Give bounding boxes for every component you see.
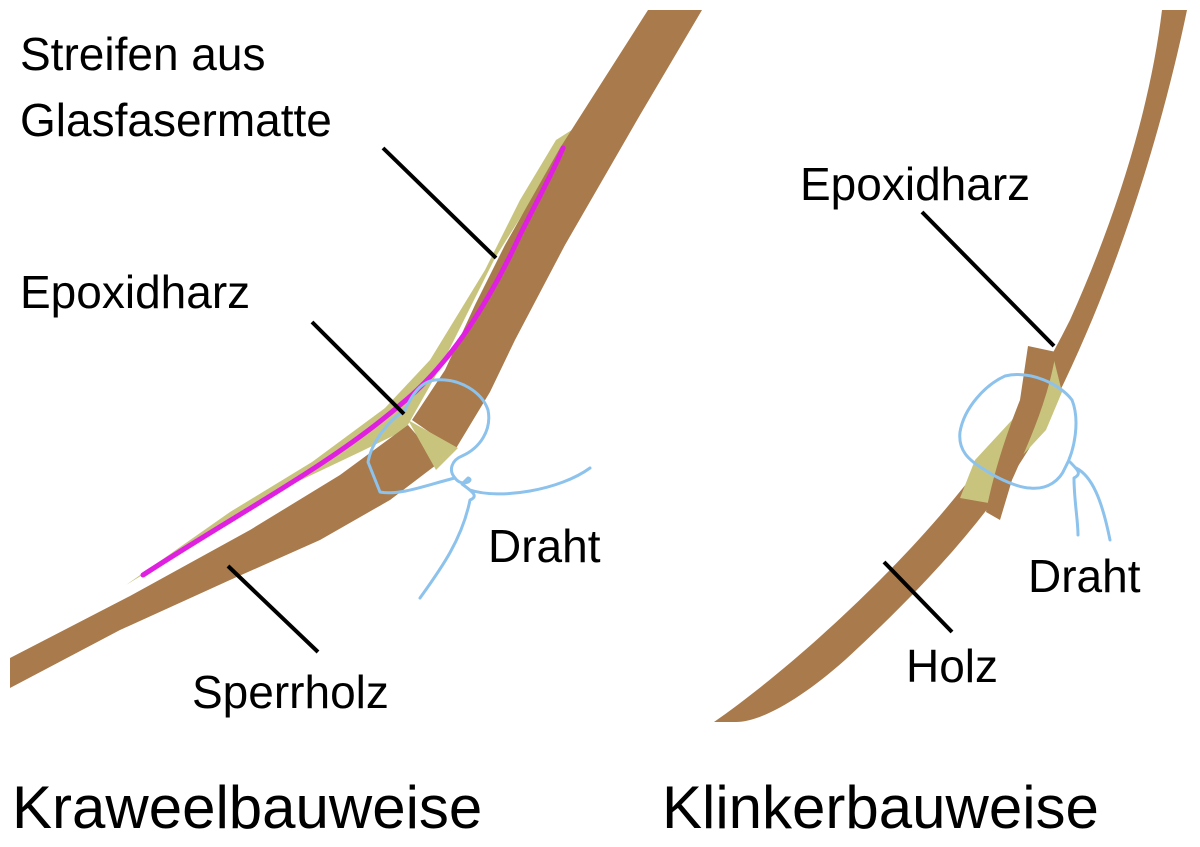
clinker-label-wire: Draht	[1028, 550, 1141, 602]
carvel-label-plywood: Sperrholz	[192, 666, 389, 718]
clinker-overlap-plank	[986, 346, 1056, 520]
carvel-wire-stitch	[366, 378, 592, 600]
carvel-upper-plank	[412, 10, 702, 450]
carvel-diagram: Streifen aus Glasfasermatte Epoxidharz D…	[10, 10, 702, 841]
clinker-wire-stitch	[958, 373, 1112, 542]
carvel-leader-strip	[381, 146, 498, 260]
clinker-diagram: Epoxidharz Draht Holz Klinkerbauweise	[662, 10, 1187, 841]
carvel-label-strip-line1: Streifen aus	[20, 28, 265, 80]
carvel-leader-epoxy	[310, 320, 406, 416]
clinker-title: Klinkerbauweise	[662, 774, 1099, 841]
carvel-label-strip-line2: Glasfasermatte	[20, 94, 332, 146]
carvel-joint-epoxy	[408, 420, 458, 470]
clinker-main-plank	[714, 10, 1187, 722]
clinker-leader-epoxy	[920, 210, 1056, 348]
carvel-leader-plywood	[226, 564, 320, 654]
clinker-label-wood: Holz	[906, 640, 998, 692]
clinker-label-epoxy: Epoxidharz	[800, 158, 1030, 210]
carvel-lower-plank	[10, 425, 440, 688]
clinker-leader-wood	[882, 560, 954, 634]
carvel-label-epoxy: Epoxidharz	[20, 266, 250, 318]
carvel-fiberglass-strip	[140, 145, 566, 578]
carvel-title: Kraweelbauweise	[12, 774, 482, 841]
carvel-label-wire: Draht	[488, 520, 601, 572]
